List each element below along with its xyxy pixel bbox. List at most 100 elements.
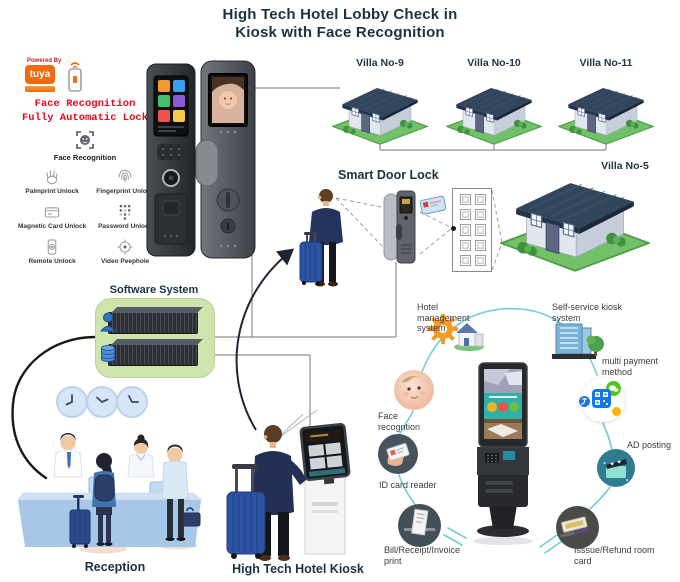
unlock-feature-grid: Palmprint Unlock Fingerprint Unlock	[18, 167, 154, 265]
room-card-label: Isssue/Refund room card	[574, 545, 655, 566]
wall-clock-1	[56, 386, 88, 418]
door-lock-device	[383, 190, 416, 264]
room-card-icon	[559, 516, 590, 538]
id-card-reader-label: ID card reader	[379, 480, 437, 490]
feature-remote: Remote Unlock	[18, 237, 86, 265]
reception-staff-male	[53, 433, 83, 478]
headline-line-2: Fully Automatic Lock	[21, 112, 149, 124]
server-unit-2	[108, 344, 198, 366]
ad-posting-node[interactable]	[597, 449, 635, 487]
cash-pay-icon[interactable]	[612, 407, 621, 416]
smart-lock-front-view	[146, 63, 196, 257]
self-service-kiosk	[473, 362, 533, 545]
kiosk-screen[interactable]	[299, 422, 351, 486]
white-kiosk	[299, 422, 351, 555]
lock-video-screen	[212, 77, 244, 123]
guest-luggage	[69, 495, 91, 548]
admin-user-icon	[100, 312, 116, 332]
hotel-kiosk-scene	[226, 422, 351, 561]
software-to-reception-curve	[11, 335, 97, 480]
checkin-flow-arrow	[235, 248, 295, 431]
self-service-icon	[552, 323, 604, 359]
reception-staff-female	[127, 434, 155, 478]
door-panel	[475, 254, 486, 266]
bill-print-label: Bill/Receipt/Invoice print	[384, 545, 461, 566]
kiosk-touchscreen[interactable]	[484, 369, 522, 439]
ad-posting-label: AD posting	[627, 440, 672, 450]
lock-app-screen	[158, 80, 185, 132]
qr-pay-icon[interactable]	[592, 389, 611, 408]
reception-guest-female	[92, 453, 116, 546]
face-recognition-node[interactable]	[394, 370, 434, 410]
title-line-2: Kiosk with Face Recognition	[235, 24, 445, 41]
smartphone-wifi-icon	[68, 62, 82, 92]
gear-icon	[428, 314, 458, 344]
headline-line-1: Face Recognition	[34, 98, 136, 110]
villa-9-label: Villa No-9	[356, 57, 404, 69]
hand-card-icon	[386, 443, 410, 466]
villa-10-house	[446, 68, 542, 145]
powered-by-label: Powered By	[27, 58, 62, 64]
door-panel	[460, 239, 471, 251]
door-panel	[475, 194, 486, 206]
hotel-kiosk-label: High Tech Hotel Kiosk	[232, 562, 364, 576]
fingerprint-icon	[118, 169, 132, 183]
server-unit-1	[108, 312, 198, 334]
feature-password: Password Unlock	[96, 202, 154, 230]
clapperboard-icon	[603, 459, 628, 481]
baby-face-icon	[402, 376, 425, 399]
door-panel	[460, 194, 471, 206]
door-panel	[475, 239, 486, 251]
door-panel	[475, 209, 486, 221]
smart-door-lock-label: Smart Door Lock	[338, 168, 439, 182]
reception-label: Reception	[84, 560, 146, 574]
id-scanner-panel[interactable]	[503, 451, 515, 460]
magnetic-card-icon	[44, 207, 60, 218]
multi-payment-label: multi payment method	[602, 356, 659, 377]
villa-5-label: Villa No-5	[601, 160, 649, 172]
hotel-management-icon	[428, 314, 484, 351]
door-panel	[460, 254, 471, 266]
feature-magnetic-card: Magnetic Card Unlock	[18, 202, 86, 230]
guest-at-door	[299, 189, 343, 287]
tuya-brand-row: Powered By tuya	[18, 58, 152, 96]
villa-11-label: Villa No-11	[579, 57, 633, 69]
villa-9-house	[332, 68, 428, 145]
lock-headline: Face Recognition Fully Automatic Lock	[18, 97, 152, 125]
remote-phone-icon	[47, 239, 57, 255]
software-system-label: Software System	[109, 284, 199, 296]
wall-clock-2	[86, 386, 118, 418]
feature-palmprint: Palmprint Unlock	[18, 167, 86, 195]
bill-print-node[interactable]	[398, 504, 441, 547]
door-handle	[451, 226, 456, 231]
door-panel	[460, 209, 471, 221]
room-card-node[interactable]	[556, 506, 599, 549]
video-peephole-icon	[117, 239, 133, 255]
door-panel	[475, 224, 486, 236]
alipay-icon[interactable]	[579, 396, 590, 407]
feature-fingerprint: Fingerprint Unlock	[96, 167, 154, 195]
feature-peephole: Video Peephole	[96, 237, 154, 265]
lock-handle-knob	[195, 139, 219, 187]
title-line-1: High Tech Hotel Lobby Check in	[222, 6, 458, 23]
receipt-slot[interactable]	[485, 481, 513, 485]
guest-suit	[309, 208, 343, 245]
database-icon	[101, 345, 115, 362]
id-card-reader-node[interactable]	[378, 434, 418, 474]
key-card-icon	[419, 195, 447, 215]
blue-suitcase	[299, 232, 323, 285]
reception-guest-male	[161, 444, 201, 541]
self-service-label: Self-service kiosk system	[552, 302, 623, 323]
smart-lock-product-images	[146, 60, 256, 259]
receipt-printer-icon	[404, 508, 435, 536]
palmprint-icon	[46, 170, 58, 185]
house-icon	[454, 323, 484, 351]
dashed-projection-lines	[335, 189, 503, 271]
villa-11-house	[558, 68, 654, 145]
guest-blue-suitcase	[226, 464, 266, 559]
face-feature-label: Face Recognition	[53, 153, 117, 162]
face-recognition-icon	[76, 131, 94, 149]
card-slot[interactable]	[485, 489, 513, 493]
smart-lock-screen-view	[195, 60, 256, 259]
